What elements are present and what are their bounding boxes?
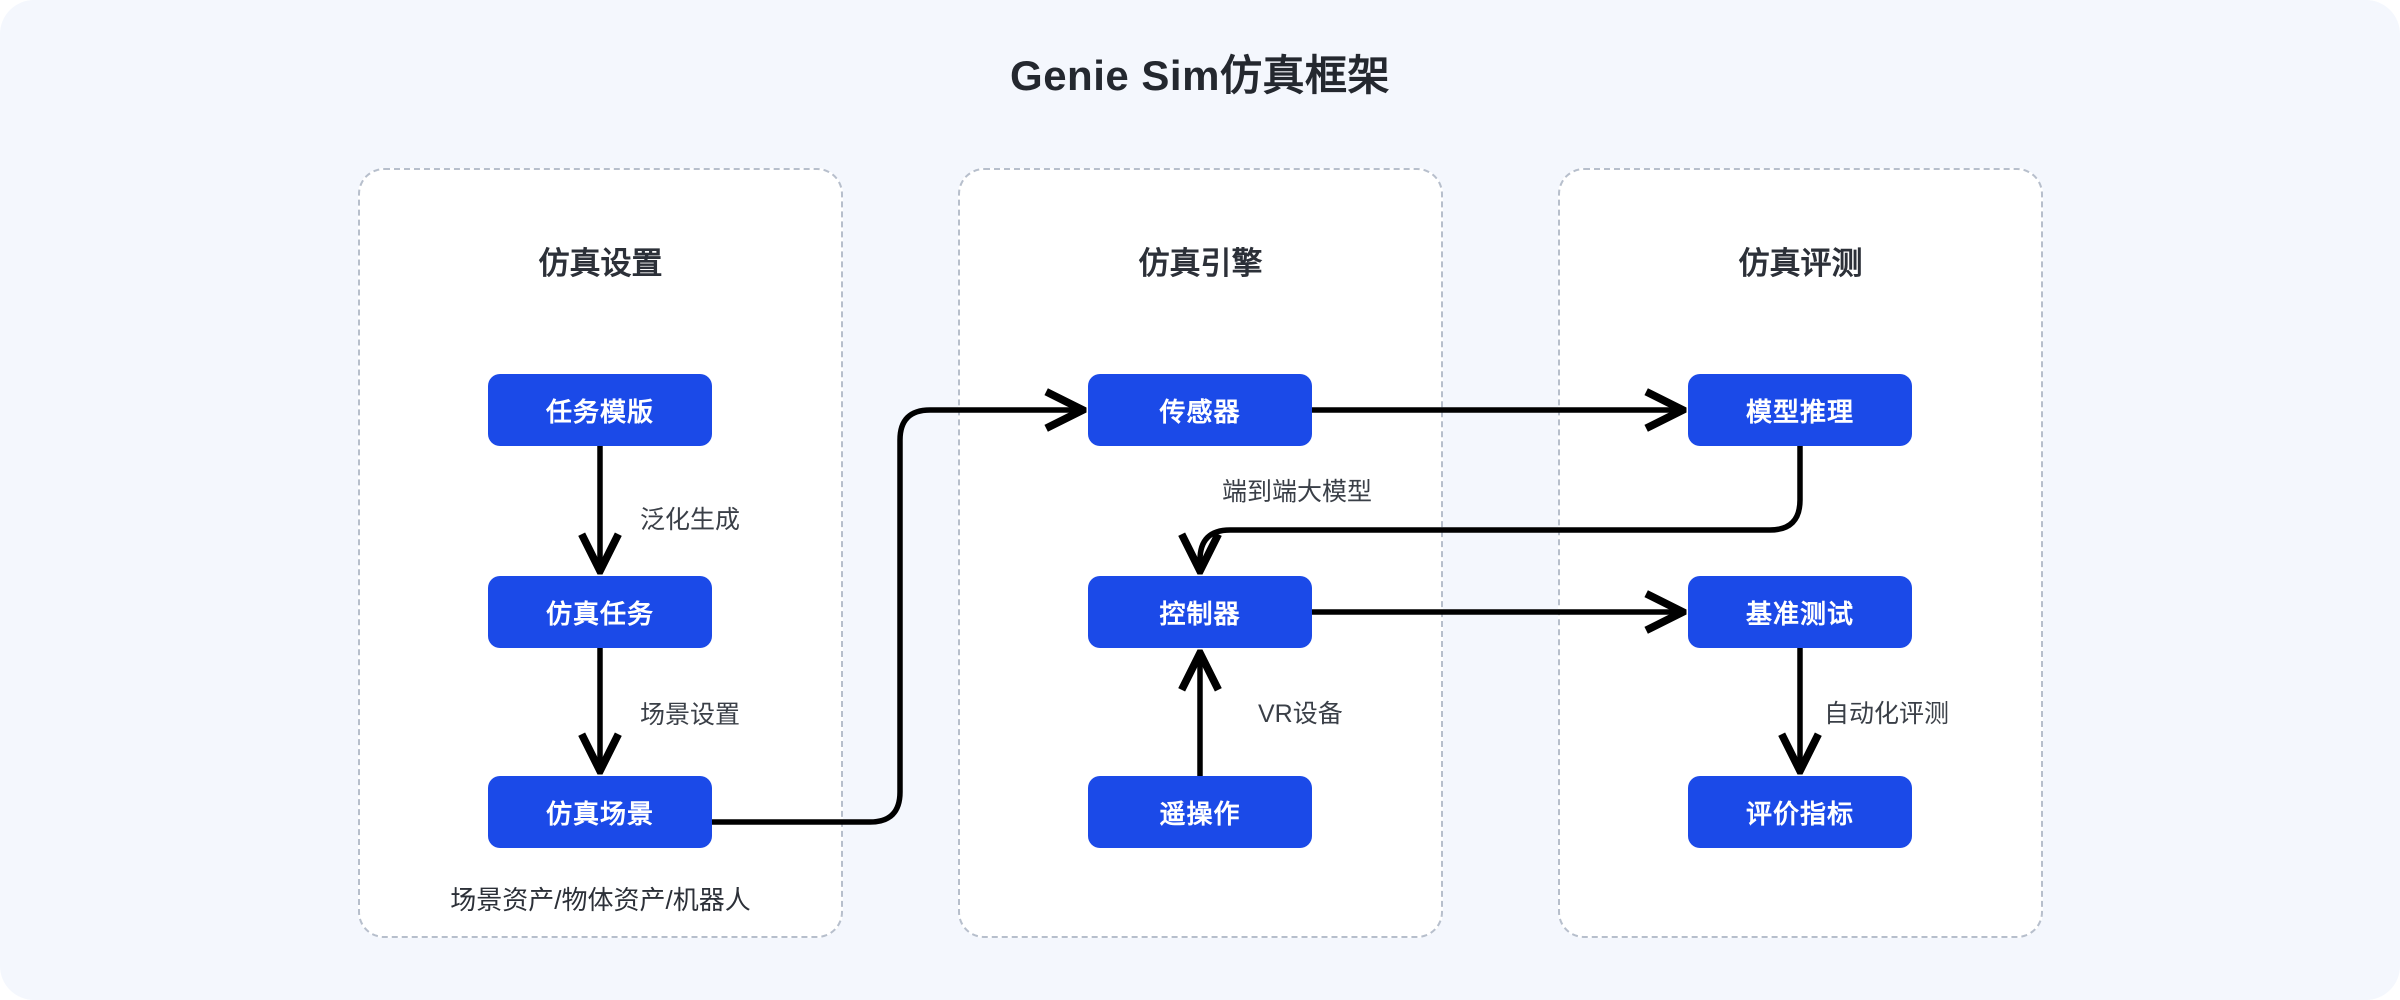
edge-label-automated-evaluation: 自动化评测 xyxy=(1824,700,1950,728)
page-title: Genie Sim仿真框架 xyxy=(1010,52,1390,99)
node-teleoperation[interactable]: 遥操作 xyxy=(1088,776,1312,848)
node-evaluation-metric[interactable]: 评价指标 xyxy=(1688,776,1912,848)
node-task-template[interactable]: 任务模版 xyxy=(488,374,712,446)
panel-title-simulation-setup: 仿真设置 xyxy=(538,246,663,281)
node-sensor[interactable]: 传感器 xyxy=(1088,374,1312,446)
edge-label-scene-setup: 场景设置 xyxy=(640,701,741,729)
node-simulation-scene[interactable]: 仿真场景 xyxy=(488,776,712,848)
edge-label-vr-device: VR设备 xyxy=(1258,700,1343,728)
edge-label-end-to-end-model: 端到端大模型 xyxy=(1222,478,1373,506)
edge-label-generalization-generation: 泛化生成 xyxy=(640,506,741,534)
node-model-inference[interactable]: 模型推理 xyxy=(1688,374,1912,446)
node-simulation-task[interactable]: 仿真任务 xyxy=(488,576,712,648)
caption-simulation-setup-assets: 场景资产/物体资产/机器人 xyxy=(450,885,751,915)
node-controller[interactable]: 控制器 xyxy=(1088,576,1312,648)
node-benchmark-test[interactable]: 基准测试 xyxy=(1688,576,1912,648)
panel-title-simulation-evaluation: 仿真评测 xyxy=(1738,246,1863,281)
panel-title-simulation-engine: 仿真引擎 xyxy=(1138,246,1263,281)
